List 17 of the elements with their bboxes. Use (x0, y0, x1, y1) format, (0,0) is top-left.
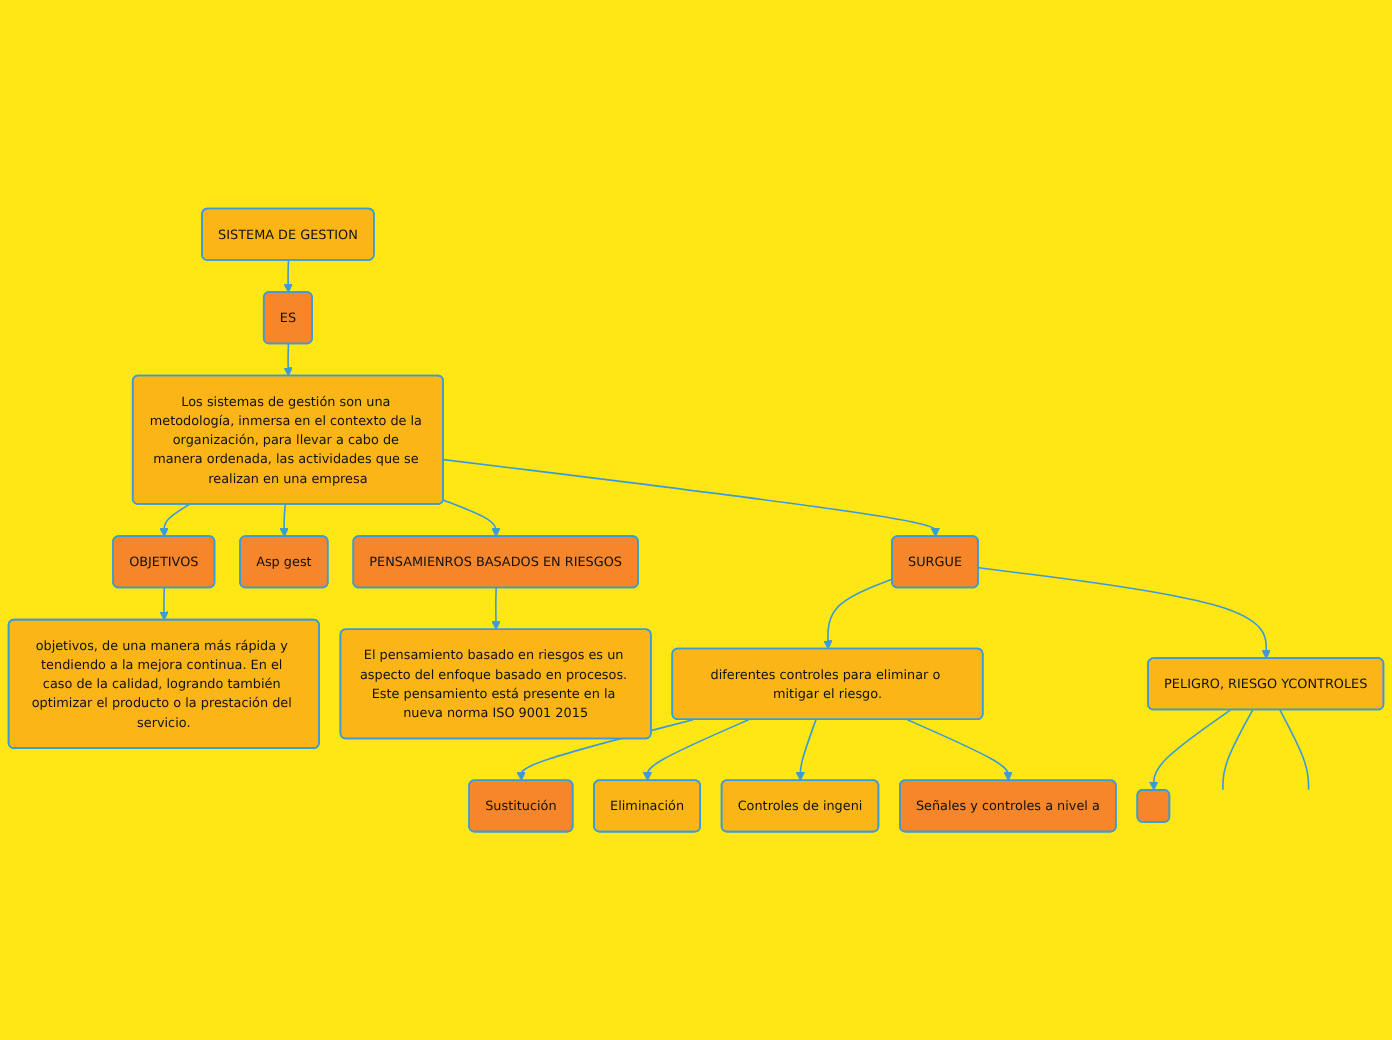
arrow (516, 718, 694, 782)
connector (1222, 709, 1254, 791)
arrow (1149, 709, 1232, 791)
arrow (283, 259, 293, 293)
arrow (642, 718, 750, 782)
arrow (283, 343, 293, 377)
arrow (977, 566, 1271, 660)
arrow (491, 587, 501, 631)
arrow (159, 587, 169, 621)
arrow (823, 578, 894, 650)
arrow (442, 458, 940, 537)
arrow (795, 718, 817, 782)
arrow (159, 503, 190, 537)
arrow (906, 718, 1013, 782)
arrow (279, 503, 289, 537)
arrow (442, 499, 501, 537)
connector (1279, 709, 1310, 791)
